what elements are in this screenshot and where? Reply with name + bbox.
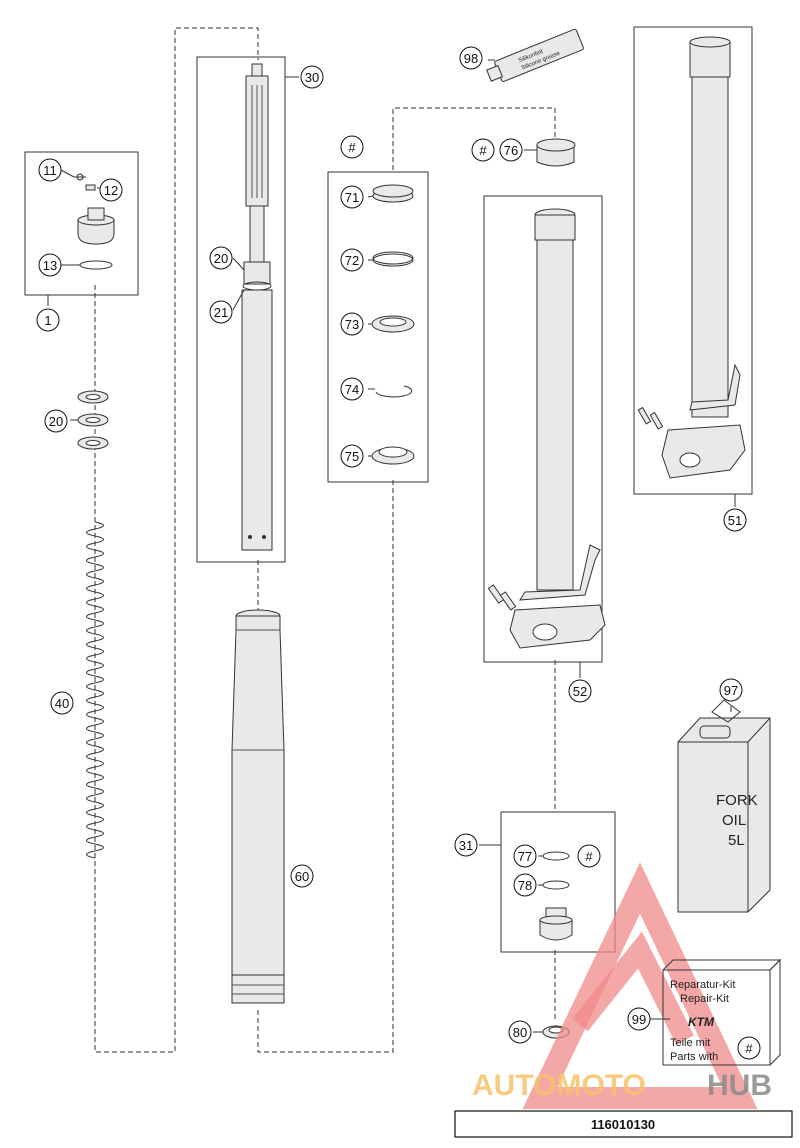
outer-tube	[231, 609, 285, 1004]
svg-text:11: 11	[43, 163, 57, 178]
callout-20-washers: 20	[44, 409, 68, 433]
svg-text:80: 80	[513, 1025, 527, 1040]
callout-74: 74	[340, 377, 364, 401]
svg-text:74: 74	[345, 382, 359, 397]
svg-text:#: #	[479, 143, 487, 158]
svg-text:1: 1	[44, 313, 51, 328]
dashed-connectors	[94, 27, 556, 1053]
callout-hash-seals: #	[340, 135, 364, 159]
svg-text:51: 51	[728, 513, 742, 528]
drawing-number-box: 116010130	[454, 1110, 793, 1138]
fork-cap-group	[24, 151, 139, 296]
svg-text:97: 97	[724, 683, 738, 698]
grease-tube: Silikonfett Silicone grease	[486, 28, 584, 82]
callout-71: 71	[340, 185, 364, 209]
svg-text:#: #	[348, 140, 356, 155]
callout-hash-kit: #	[737, 1036, 761, 1060]
fork-spring	[86, 521, 104, 859]
svg-text:31: 31	[459, 838, 473, 853]
callout-97: 97	[719, 678, 743, 702]
assembled-leg-group	[633, 26, 753, 495]
svg-text:30: 30	[305, 70, 319, 85]
svg-text:98: 98	[464, 51, 478, 66]
leader-lines	[47, 59, 736, 1033]
callout-77: 77	[513, 844, 537, 868]
damper-cartridge-group	[196, 56, 286, 563]
callout-20-cartridge: 20	[209, 246, 233, 270]
callout-99: 99	[627, 1007, 651, 1031]
svg-text:20: 20	[214, 251, 228, 266]
callout-31: 31	[454, 833, 478, 857]
drawing-number: 116010130	[591, 1117, 655, 1132]
callout-60: 60	[290, 864, 314, 888]
callout-12: 12	[99, 178, 123, 202]
svg-text:77: 77	[518, 849, 532, 864]
watermark-text-hub: HUB	[707, 1069, 772, 1102]
lower-tube-group	[483, 195, 606, 663]
callout-76: 76	[499, 138, 523, 162]
svg-text:76: 76	[504, 143, 518, 158]
svg-text:73: 73	[345, 317, 359, 332]
svg-text:#: #	[585, 849, 593, 864]
callout-13: 13	[38, 253, 62, 277]
fork-oil-can: FORK OIL 5L	[677, 699, 771, 913]
callout-40: 40	[50, 691, 74, 715]
svg-text:40: 40	[55, 696, 69, 711]
svg-text:#: #	[745, 1041, 753, 1056]
callout-73: 73	[340, 312, 364, 336]
callout-72: 72	[340, 248, 364, 272]
repair-kit-line3: Teile mit	[670, 1037, 710, 1049]
repair-kit-line2: Repair-Kit	[680, 993, 729, 1005]
bushing-76	[536, 138, 576, 167]
svg-text:13: 13	[43, 258, 57, 273]
callout-1: 1	[36, 308, 60, 332]
svg-text:12: 12	[104, 183, 118, 198]
callout-75: 75	[340, 444, 364, 468]
svg-text:75: 75	[345, 449, 359, 464]
watermark-text-main: AUTOMOTO	[472, 1069, 646, 1102]
svg-text:20: 20	[49, 414, 63, 429]
callout-21: 21	[209, 300, 233, 324]
base-valve-group	[500, 811, 616, 953]
svg-text:99: 99	[632, 1012, 646, 1027]
svg-text:71: 71	[345, 190, 359, 205]
callout-52: 52	[568, 679, 592, 703]
callout-78: 78	[513, 873, 537, 897]
oil-can-label-line2: OIL	[722, 812, 746, 829]
repair-kit-line4: Parts with	[670, 1051, 718, 1063]
oil-can-label-line1: FORK	[716, 792, 758, 809]
washers-group	[77, 390, 109, 450]
oil-can-label-line3: 5L	[728, 832, 745, 849]
watermark	[522, 862, 758, 1109]
callout-11: 11	[38, 158, 62, 182]
svg-text:52: 52	[573, 684, 587, 699]
callout-98: 98	[459, 46, 483, 70]
callout-hash-77: #	[577, 844, 601, 868]
repair-kit-box: Reparatur-Kit Repair-Kit KTM Teile mit P…	[662, 958, 782, 1066]
svg-text:21: 21	[214, 305, 228, 320]
callout-80: 80	[508, 1020, 532, 1044]
seal-kit-group	[327, 171, 429, 483]
repair-kit-line1: Reparatur-Kit	[670, 979, 735, 991]
ktm-logo: KTM	[688, 1015, 715, 1029]
callout-30: 30	[300, 65, 324, 89]
svg-text:78: 78	[518, 878, 532, 893]
svg-text:60: 60	[295, 869, 309, 884]
callout-51: 51	[723, 508, 747, 532]
callouts: 11 12 13 1 20 40 20 21 30 60 # 71 72 73 …	[36, 46, 761, 1060]
callout-hash-76: #	[471, 138, 495, 162]
svg-text:72: 72	[345, 253, 359, 268]
